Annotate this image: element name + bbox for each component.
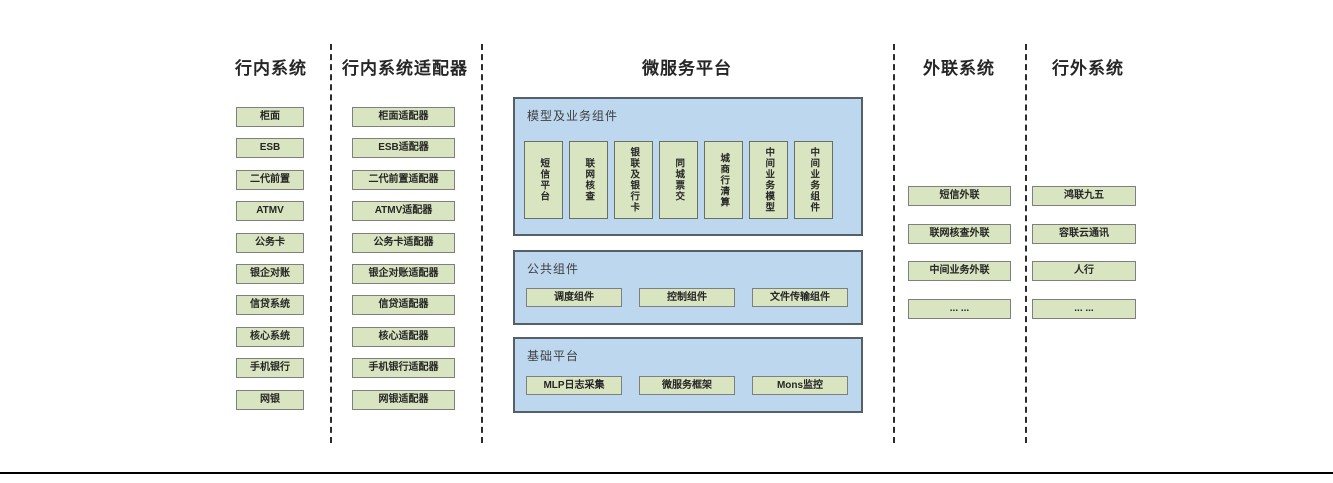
column-divider bbox=[1025, 44, 1027, 443]
component-label: 联网核查 bbox=[583, 158, 595, 202]
panel-label: 基础平台 bbox=[527, 349, 580, 363]
adapter-box: 手机银行适配器 bbox=[352, 358, 455, 379]
component-box: Mons监控 bbox=[752, 376, 848, 395]
system-box: 容联云通讯 bbox=[1032, 223, 1136, 244]
adapter-box: 核心适配器 bbox=[352, 326, 455, 347]
adapter-box: ATMV适配器 bbox=[352, 201, 455, 222]
panel-label: 模型及业务组件 bbox=[527, 109, 619, 123]
component-label: 中间业务组件 bbox=[808, 147, 820, 213]
adapter-box: 网银适配器 bbox=[352, 389, 455, 410]
component-box: 文件传输组件 bbox=[752, 288, 848, 307]
column-title-external-link-systems: 外联系统 bbox=[923, 59, 995, 78]
adapter-box: 银企对账适配器 bbox=[352, 263, 455, 284]
system-box: 柜面 bbox=[236, 107, 304, 127]
column-divider bbox=[481, 44, 483, 443]
system-box: 核心系统 bbox=[236, 326, 304, 347]
component-label: 同城票交 bbox=[673, 158, 685, 202]
common-components-row: 调度组件 控制组件 文件传输组件 bbox=[526, 288, 848, 307]
panel-label: 公共组件 bbox=[527, 262, 580, 276]
system-box: 二代前置 bbox=[236, 169, 304, 190]
system-box: 公务卡 bbox=[236, 232, 304, 253]
system-box: 手机银行 bbox=[236, 358, 304, 379]
component-box: 微服务框架 bbox=[639, 376, 735, 395]
component-label: 短信平台 bbox=[538, 158, 550, 202]
inbank-systems-list: 柜面 ESB 二代前置 ATMV 公务卡 银企对账 信贷系统 核心系统 手机银行… bbox=[236, 107, 304, 410]
system-box: ... ... bbox=[908, 298, 1011, 319]
outside-bank-systems-list: 鸿联九五 容联云通讯 人行 ... ... bbox=[1032, 186, 1136, 319]
system-box: 中间业务外联 bbox=[908, 261, 1011, 281]
component-box: 调度组件 bbox=[526, 288, 622, 307]
system-box: ESB bbox=[236, 138, 304, 159]
component-box: MLP日志采集 bbox=[526, 376, 622, 395]
adapter-box: 信贷适配器 bbox=[352, 295, 455, 316]
column-divider bbox=[893, 44, 895, 443]
column-title-inbank-systems: 行内系统 bbox=[235, 59, 307, 78]
component-label: 中间业务模型 bbox=[763, 147, 775, 213]
bottom-rule bbox=[0, 472, 1333, 474]
component-box: 短信平台 bbox=[524, 141, 563, 219]
component-box: 城商行清算 bbox=[704, 141, 743, 219]
system-box: 短信外联 bbox=[908, 186, 1011, 206]
external-link-systems-list: 短信外联 联网核查外联 中间业务外联 ... ... bbox=[908, 186, 1011, 319]
model-components-row: 短信平台 联网核查 银联及银行卡 同城票交 城商行清算 中间业务模型 中间业务组… bbox=[524, 141, 833, 219]
panel-model-business-components: 模型及业务组件 短信平台 联网核查 银联及银行卡 同城票交 城商行清算 中间业务… bbox=[513, 97, 863, 236]
component-box: 中间业务模型 bbox=[749, 141, 788, 219]
panel-base-platform: 基础平台 MLP日志采集 微服务框架 Mons监控 bbox=[513, 337, 863, 413]
system-box: 人行 bbox=[1032, 261, 1136, 281]
component-box: 控制组件 bbox=[639, 288, 735, 307]
system-box: 信贷系统 bbox=[236, 295, 304, 316]
system-box: ... ... bbox=[1032, 298, 1136, 319]
column-title-inbank-adapters: 行内系统适配器 bbox=[342, 59, 468, 78]
component-box: 中间业务组件 bbox=[794, 141, 833, 219]
component-box: 联网核查 bbox=[569, 141, 608, 219]
system-box: 联网核查外联 bbox=[908, 223, 1011, 244]
adapter-box: 柜面适配器 bbox=[352, 107, 455, 127]
column-title-outside-bank-systems: 行外系统 bbox=[1052, 59, 1124, 78]
component-label: 银联及银行卡 bbox=[628, 147, 640, 213]
component-box: 同城票交 bbox=[659, 141, 698, 219]
base-platform-row: MLP日志采集 微服务框架 Mons监控 bbox=[526, 376, 848, 395]
component-box: 银联及银行卡 bbox=[614, 141, 653, 219]
system-box: ATMV bbox=[236, 201, 304, 222]
panel-common-components: 公共组件 调度组件 控制组件 文件传输组件 bbox=[513, 250, 863, 325]
system-box: 网银 bbox=[236, 389, 304, 410]
adapter-box: 二代前置适配器 bbox=[352, 169, 455, 190]
system-box: 鸿联九五 bbox=[1032, 186, 1136, 206]
column-title-microservice-platform: 微服务平台 bbox=[642, 59, 732, 78]
component-label: 城商行清算 bbox=[718, 152, 730, 208]
column-divider bbox=[330, 44, 332, 443]
adapter-box: 公务卡适配器 bbox=[352, 232, 455, 253]
system-box: 银企对账 bbox=[236, 263, 304, 284]
adapter-box: ESB适配器 bbox=[352, 138, 455, 159]
inbank-adapters-list: 柜面适配器 ESB适配器 二代前置适配器 ATMV适配器 公务卡适配器 银企对账… bbox=[352, 107, 455, 410]
